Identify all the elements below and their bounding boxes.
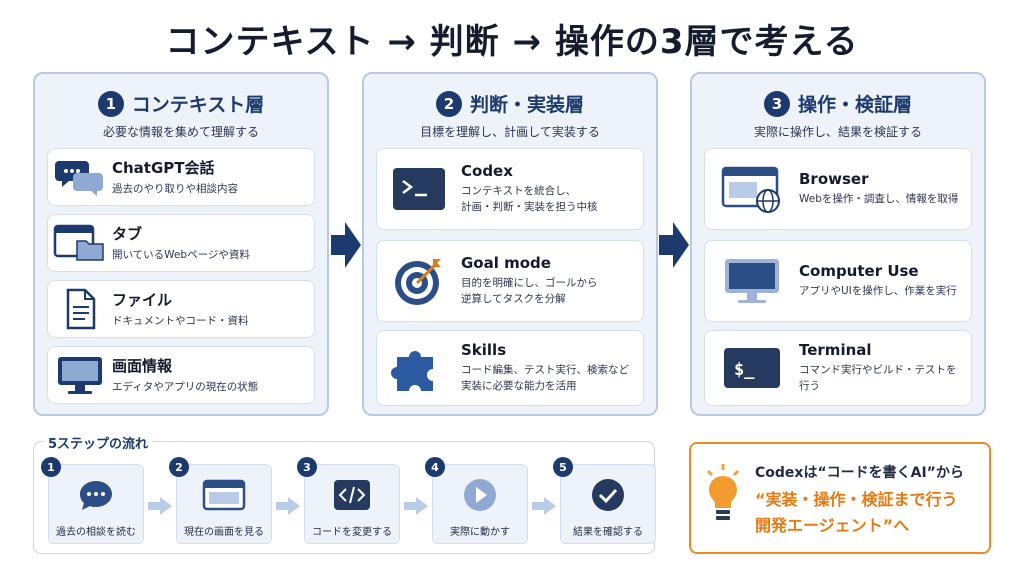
card-skills: Skills コード編集、テスト実行、検索など 実装に必要な能力を活用 <box>376 330 644 406</box>
step-arrow-icon <box>532 497 556 515</box>
step-arrow-icon <box>148 497 172 515</box>
card-heading: Goal mode <box>461 254 551 273</box>
target-icon <box>377 241 461 321</box>
document-icon <box>48 281 112 337</box>
card-codex: Codex コンテキストを統合し、 計画・判断・実装を担う中核 <box>376 148 644 230</box>
card-chatgpt: ChatGPT会話 過去のやり取りや相談内容 <box>47 148 315 206</box>
five-step-flow: 5ステップの流れ 1 過去の相談を読む 2 現在の画面を見る 3 コードを変更す… <box>33 433 656 554</box>
card-heading: Skills <box>461 341 507 360</box>
card-terminal: $_ Terminal コマンド実行やビルド・テストを行う <box>704 330 972 406</box>
card-heading: Terminal <box>799 341 872 360</box>
flow-title: 5ステップの流れ <box>44 433 153 452</box>
card-screen-info: 画面情報 エディタやアプリの現在の状態 <box>47 346 315 404</box>
code-icon <box>305 477 399 513</box>
step-number-badge: 3 <box>297 457 317 477</box>
card-files: ファイル ドキュメントやコード・資料 <box>47 280 315 338</box>
step-number-badge: 2 <box>169 457 189 477</box>
callout-line-1: Codexは“コードを書くAI”から <box>755 465 964 481</box>
puzzle-icon <box>377 331 461 405</box>
card-description-line: 実装に必要な能力を活用 <box>461 380 577 392</box>
step-label: 過去の相談を読む <box>56 527 136 538</box>
card-description-line: 計画・判断・実装を担う中核 <box>461 201 598 213</box>
callout-line-3: 開発エージェント”へ <box>755 516 910 535</box>
card-description: 開いているWebページや資料 <box>112 248 250 261</box>
monitor-icon <box>48 347 112 403</box>
step-number-badge: 2 <box>435 90 462 117</box>
card-browser: Browser Webを操作・調査し、情報を取得 <box>704 148 972 230</box>
step-label: 現在の画面を見る <box>184 527 264 538</box>
card-heading: Codex <box>461 162 513 181</box>
callout-line-2: “実装・操作・検証まで行う <box>755 490 958 509</box>
step-label: 実際に動かす <box>450 527 510 538</box>
card-heading: ChatGPT会話 <box>112 158 215 177</box>
step-number-badge: 1 <box>41 457 61 477</box>
card-tabs: タブ 開いているWebページや資料 <box>47 214 315 272</box>
card-description: 目的を明確にし、ゴールから 逆算してタスクを分解 <box>461 276 635 308</box>
terminal-icon <box>377 149 461 229</box>
browser-folder-icon <box>48 215 112 271</box>
arrow-right-icon <box>331 222 361 268</box>
computer-icon <box>705 241 799 321</box>
column-subtitle: 実際に操作し、結果を検証する <box>753 125 922 139</box>
card-description: コード編集、テスト実行、検索など 実装に必要な能力を活用 <box>461 363 635 395</box>
window-icon <box>177 477 271 513</box>
card-description: アプリやUIを操作し、作業を実行 <box>799 285 957 298</box>
card-description: Webを操作・調査し、情報を取得 <box>799 193 959 206</box>
lightbulb-icon <box>706 464 740 520</box>
flow-step-5: 5 結果を確認する <box>553 457 656 544</box>
card-description: コンテキストを統合し、 計画・判断・実装を担う中核 <box>461 184 635 216</box>
svg-text:$_: $_ <box>734 360 755 380</box>
column-subtitle: 必要な情報を集めて理解する <box>102 125 259 139</box>
chat-bubbles-icon <box>48 149 112 205</box>
flow-step-2: 2 現在の画面を見る <box>169 457 272 544</box>
card-description: エディタやアプリの現在の状態 <box>112 380 259 393</box>
step-label: 結果を確認する <box>573 527 643 538</box>
operation-layer-panel: 3 操作・検証層 実際に操作し、結果を検証する Browser Webを操作・調… <box>690 72 986 416</box>
step-number-badge: 3 <box>763 90 790 117</box>
flow-step-1: 1 過去の相談を読む <box>41 457 144 544</box>
chat-icon <box>49 477 143 513</box>
flow-step-4: 4 実際に動かす <box>425 457 528 544</box>
card-heading: ファイル <box>112 290 173 309</box>
card-description-line: コンテキストを統合し、 <box>461 185 577 198</box>
page-title: コンテキスト → 判断 → 操作の3層で考える <box>165 22 859 62</box>
step-number-badge: 1 <box>97 90 124 117</box>
step-arrow-icon <box>276 497 300 515</box>
card-description: 過去のやり取りや相談内容 <box>112 182 238 195</box>
card-computer-use: Computer Use アプリやUIを操作し、作業を実行 <box>704 240 972 322</box>
card-description-line: 目的を明確にし、ゴールから <box>461 277 598 290</box>
arrow-right-icon <box>659 222 689 268</box>
browser-globe-icon <box>705 149 799 229</box>
card-description: コマンド実行やビルド・テストを行う <box>799 364 957 392</box>
card-heading: Computer Use <box>799 262 919 281</box>
decision-layer-panel: 2 判断・実装層 目標を理解し、計画して実装する Codex コンテキストを統合… <box>362 72 658 416</box>
step-number-badge: 5 <box>553 457 573 477</box>
card-description: ドキュメントやコード・資料 <box>112 314 249 327</box>
flow-step-3: 3 コードを変更する <box>297 457 400 544</box>
column-title: 判断・実装層 <box>469 94 584 116</box>
card-description-line: コード編集、テスト実行、検索など <box>461 364 629 377</box>
play-icon <box>433 477 527 513</box>
card-heading: 画面情報 <box>112 356 173 375</box>
summary-callout: Codexは“コードを書くAI”から “実装・操作・検証まで行う 開発エージェン… <box>689 442 991 554</box>
card-heading: タブ <box>112 224 143 243</box>
column-title: 操作・検証層 <box>797 94 912 116</box>
card-description-line: 逆算してタスクを分解 <box>461 293 566 305</box>
column-subtitle: 目標を理解し、計画して実装する <box>420 125 600 139</box>
card-goal-mode: Goal mode 目的を明確にし、ゴールから 逆算してタスクを分解 <box>376 240 644 322</box>
step-arrow-icon <box>404 497 428 515</box>
step-number-badge: 4 <box>425 457 445 477</box>
check-icon <box>561 477 655 513</box>
terminal-dollar-icon: $_ <box>705 331 799 405</box>
card-heading: Browser <box>799 170 869 189</box>
step-label: コードを変更する <box>312 527 392 538</box>
column-title: コンテキスト層 <box>131 94 265 116</box>
context-layer-panel: 1 コンテキスト層 必要な情報を集めて理解する ChatGPT会話 過去のやり取… <box>33 72 329 416</box>
